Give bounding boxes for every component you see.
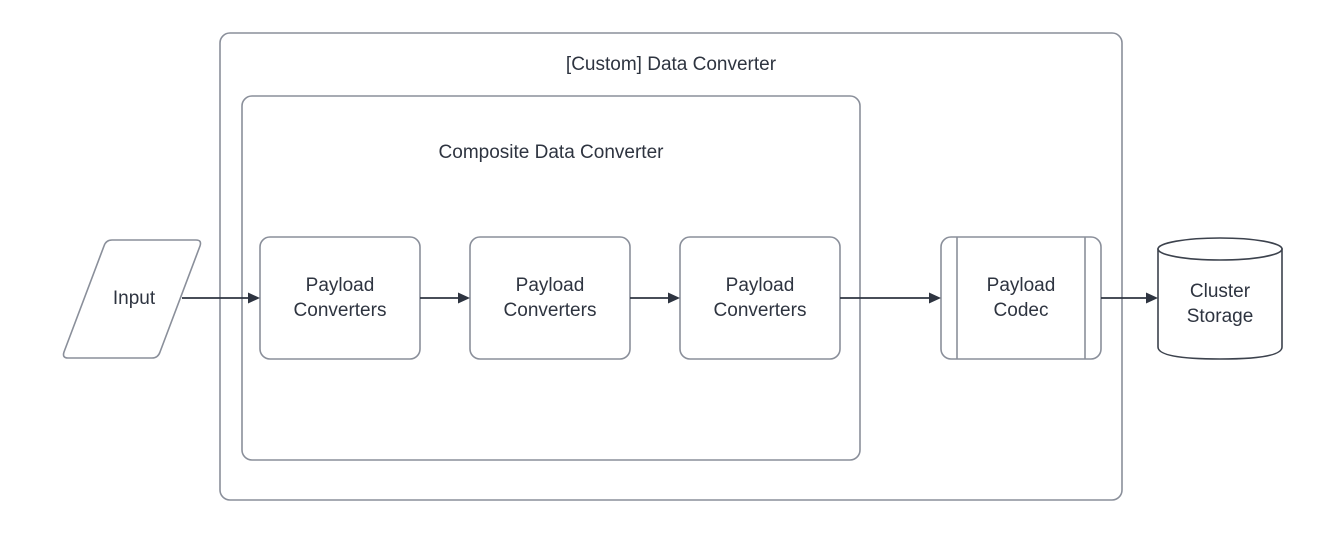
container-custom-data-converter[interactable]: [219, 32, 1123, 501]
connector-converter-3-to-codec: [840, 292, 941, 304]
node-payload-converters-1-shape[interactable]: [259, 236, 421, 360]
container-composite-data-converter[interactable]: [241, 95, 861, 461]
node-cluster-storage-shape[interactable]: [1157, 237, 1283, 360]
node-payload-converters-2-shape[interactable]: [469, 236, 631, 360]
connector-input-to-converter-1: [182, 292, 260, 304]
connector-converter-1-to-converter-2: [420, 292, 470, 304]
node-payload-codec-shape[interactable]: [940, 236, 1102, 360]
node-input-shape[interactable]: [62, 239, 202, 359]
connector-converter-2-to-converter-3: [630, 292, 680, 304]
node-payload-converters-3-shape[interactable]: [679, 236, 841, 360]
connector-codec-to-storage: [1101, 292, 1158, 304]
